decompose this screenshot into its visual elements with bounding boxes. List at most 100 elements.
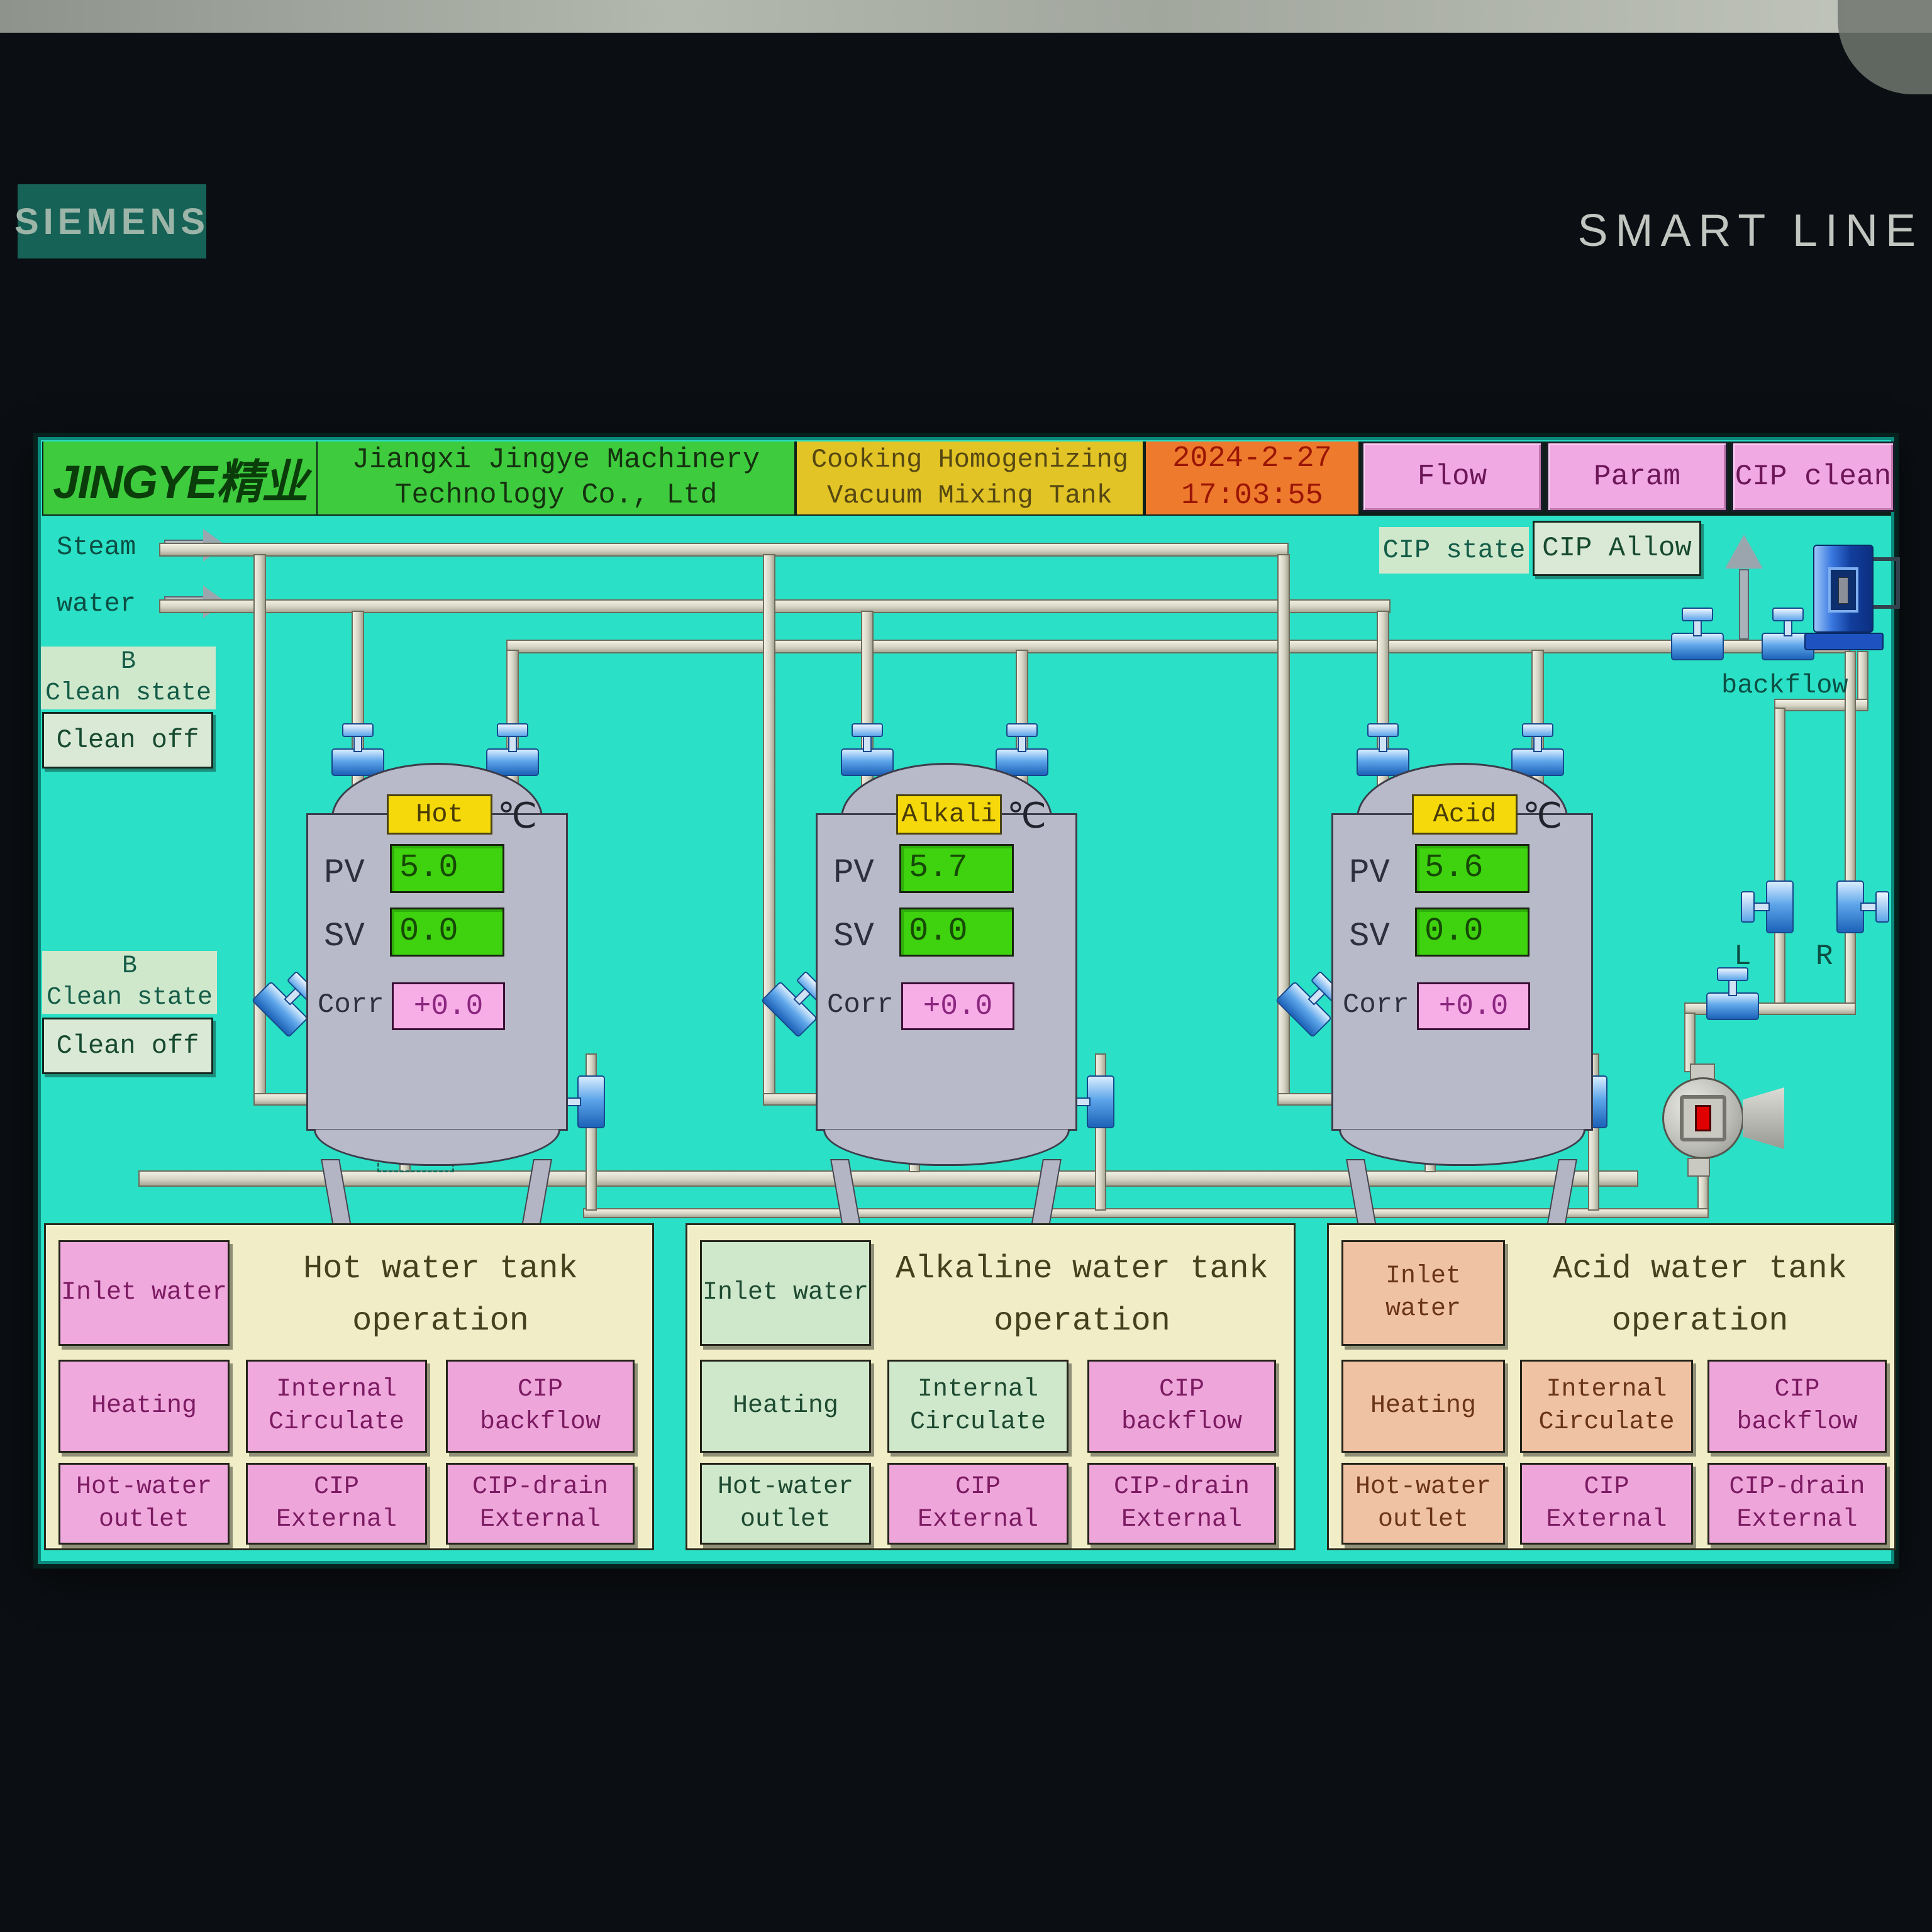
hot-water-tank: Hot ℃ PV 5.0 SV 0.0 Corr +0.0	[305, 763, 569, 1242]
datetime-display: 2024-2-27 17:03:55	[1146, 441, 1358, 514]
inlet-water-button[interactable]: Inlet water	[58, 1240, 230, 1346]
right-return-pipe	[1845, 651, 1856, 1013]
heating-button[interactable]: Heating	[1341, 1360, 1505, 1453]
param-button[interactable]: Param	[1546, 441, 1728, 512]
backflow-arrow-shaft	[1739, 569, 1749, 640]
vendor-logo-text: JINGYE精业	[53, 455, 308, 508]
clean-state-label-bottom: B Clean state	[42, 951, 217, 1014]
steam-elbow-1	[253, 1093, 309, 1106]
cip-state-label: CIP state	[1379, 527, 1529, 574]
tank-name-tag: Alkali	[896, 794, 1002, 835]
tank-bottom-cap	[823, 1130, 1070, 1166]
steam-header-pipe	[159, 543, 1289, 557]
temperature-unit: ℃	[1523, 796, 1562, 836]
corr-label: Corr	[1343, 989, 1409, 1021]
pv-value-field: 5.6	[1415, 844, 1530, 893]
pv-value-field: 5.7	[899, 844, 1014, 893]
sv-label: SV	[833, 918, 874, 956]
time-value: 17:03:55	[1181, 479, 1323, 513]
company-name: Jiangxi Jingye Machinery Technology Co.,…	[318, 441, 794, 514]
left-return-pipe	[1774, 708, 1785, 1013]
clean-state-label-top: B Clean state	[41, 647, 216, 709]
hot-water-outlet-button[interactable]: Hot-water outlet	[58, 1463, 230, 1545]
right-return-valve-icon	[1836, 880, 1864, 933]
internal-circulate-button[interactable]: Internal Circulate	[887, 1360, 1069, 1453]
bottom-main-pipe	[138, 1170, 1638, 1187]
acid-water-tank: Acid ℃ PV 5.6 SV 0.0 Corr +0.0	[1330, 763, 1594, 1242]
tank2-side-drain-valve-icon	[1087, 1075, 1114, 1128]
pv-label: PV	[833, 854, 874, 892]
backflow-pump-icon	[1651, 1060, 1796, 1214]
steam-branch-2	[763, 554, 775, 1106]
cip-drain-external-button[interactable]: CIP-drain External	[1707, 1463, 1887, 1545]
cip-valve-tank2-icon	[996, 748, 1048, 776]
backflow-arrow-icon	[1725, 535, 1763, 569]
page-title: Cooking Homogenizing Vacuum Mixing Tank	[797, 441, 1143, 514]
pv-label: PV	[324, 854, 365, 892]
water-valve-tank2-icon	[841, 748, 894, 776]
sv-value-field[interactable]: 0.0	[1415, 908, 1530, 957]
clean-off-button-top[interactable]: Clean off	[42, 712, 213, 769]
cip-external-button[interactable]: CIP External	[887, 1463, 1069, 1545]
internal-circulate-button[interactable]: Internal Circulate	[1520, 1360, 1693, 1453]
steam-elbow-2	[763, 1093, 818, 1106]
cip-drain-external-button[interactable]: CIP-drain External	[1087, 1463, 1276, 1545]
water-label: water	[57, 589, 136, 619]
corr-value-field[interactable]: +0.0	[392, 982, 505, 1030]
corr-value-field[interactable]: +0.0	[901, 982, 1014, 1030]
panel-title: Alkaline water tank operation	[896, 1250, 1269, 1340]
pv-value-field: 5.0	[390, 844, 504, 893]
cip-backflow-button[interactable]: CIP backflow	[446, 1360, 635, 1453]
cip-pump-icon	[1802, 540, 1909, 653]
tank-name-tag: Acid	[1412, 794, 1518, 835]
pv-label: PV	[1349, 854, 1390, 892]
left-return-valve-icon	[1766, 880, 1794, 933]
corr-value-field[interactable]: +0.0	[1417, 982, 1530, 1030]
cip-backflow-button[interactable]: CIP backflow	[1707, 1360, 1887, 1453]
steam-branch-3	[1277, 554, 1290, 1106]
sv-value-field[interactable]: 0.0	[390, 908, 504, 957]
alkaline-water-tank: Alkali ℃ PV 5.7 SV 0.0 Corr +0.0	[814, 763, 1079, 1242]
lr-bottom-valve-icon	[1706, 992, 1759, 1020]
panel-title: Acid water tank operation	[1552, 1250, 1848, 1340]
cip-backflow-button[interactable]: CIP backflow	[1087, 1360, 1276, 1453]
cip-clean-button[interactable]: CIP clean	[1731, 441, 1895, 512]
hot-water-outlet-button[interactable]: Hot-water outlet	[1341, 1463, 1505, 1545]
backflow-label: backflow	[1721, 670, 1848, 701]
temperature-unit: ℃	[1007, 796, 1046, 836]
water-valve-tank1-icon	[331, 748, 384, 776]
inlet-water-button[interactable]: Inlet water	[1341, 1240, 1505, 1346]
vendor-logo: JINGYE精业	[43, 441, 316, 514]
hot-tank-panel: Hot water tank operation Inlet water Hea…	[44, 1223, 654, 1550]
cip-drain-external-button[interactable]: CIP-drain External	[446, 1463, 635, 1545]
cip-header-pipe	[506, 640, 1850, 653]
water-valve-tank3-icon	[1357, 748, 1409, 776]
flow-button[interactable]: Flow	[1362, 441, 1543, 512]
heating-button[interactable]: Heating	[58, 1360, 230, 1453]
right-pipe-label: R	[1816, 940, 1833, 973]
temperature-unit: ℃	[497, 796, 537, 836]
siemens-logo: SIEMENS	[14, 184, 206, 258]
corr-label: Corr	[827, 989, 894, 1021]
cip-allow-button[interactable]: CIP Allow	[1533, 521, 1701, 576]
tank-bottom-cap	[1339, 1130, 1585, 1166]
tank-name-tag: Hot	[387, 794, 492, 835]
hot-water-outlet-button[interactable]: Hot-water outlet	[700, 1463, 871, 1545]
hmi-screen: JINGYE精业 Jiangxi Jingye Machinery Techno…	[38, 437, 1900, 1564]
cip-external-button[interactable]: CIP External	[1520, 1463, 1693, 1545]
panel-title: Hot water tank operation	[303, 1250, 578, 1340]
tank-bottom-cap	[314, 1130, 560, 1166]
left-pipe-label: L	[1734, 940, 1752, 973]
bottom-return-pipe	[583, 1208, 1709, 1218]
sv-label: SV	[1349, 918, 1390, 956]
cip-external-button[interactable]: CIP External	[246, 1463, 427, 1545]
clean-off-button-bottom[interactable]: Clean off	[42, 1018, 213, 1074]
smartline-text: SMART LINE	[1577, 206, 1923, 256]
backflow-valve-a-icon	[1671, 633, 1724, 660]
date-value: 2024-2-27	[1172, 442, 1332, 476]
heating-button[interactable]: Heating	[700, 1360, 871, 1453]
sv-label: SV	[324, 918, 365, 956]
internal-circulate-button[interactable]: Internal Circulate	[246, 1360, 427, 1453]
inlet-water-button[interactable]: Inlet water	[700, 1240, 871, 1346]
sv-value-field[interactable]: 0.0	[899, 908, 1014, 957]
